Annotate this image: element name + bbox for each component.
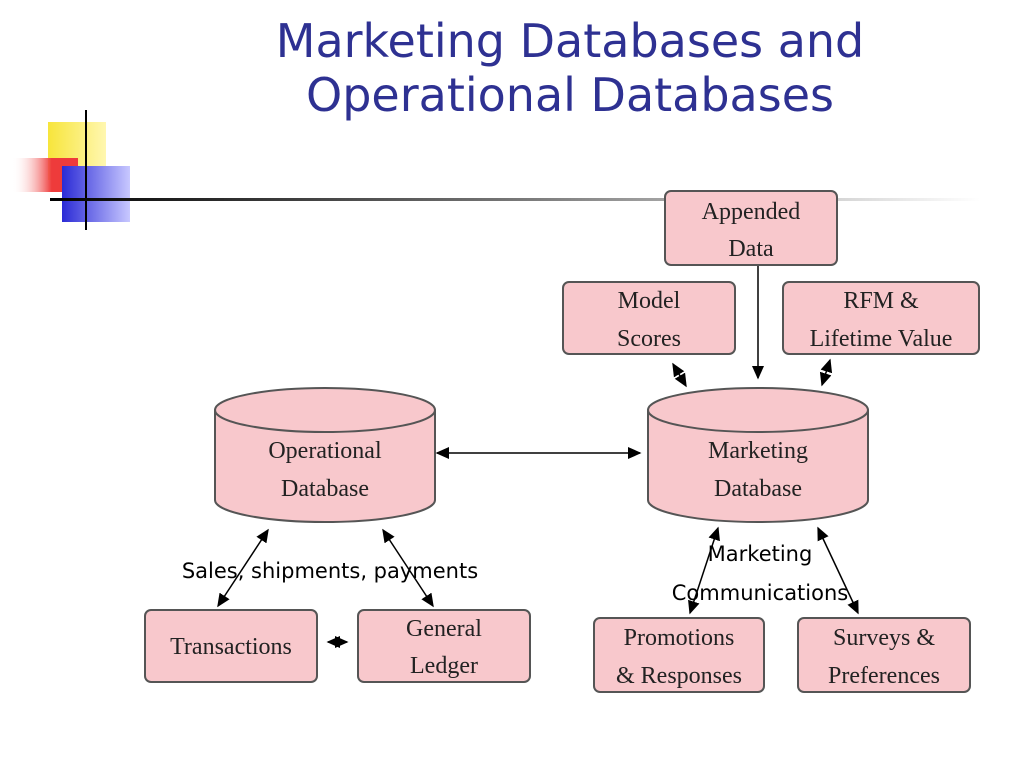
model-scores-arrow: [672, 362, 687, 388]
promotions-label-2: & Responses: [616, 663, 742, 689]
rfm-label-2: Lifetime Value: [810, 326, 953, 352]
marketing-communications-label-1: Marketing: [708, 542, 813, 566]
marketing-db-label-2: Database: [714, 476, 802, 502]
model-scores-label-2: Scores: [617, 326, 681, 352]
marketing-db-label-1: Marketing: [708, 438, 808, 464]
operational-db-label-1: Operational: [268, 438, 382, 464]
deco-blue-square: [62, 166, 130, 222]
deco-horizontal-rule: [50, 198, 980, 201]
rfm-arrow: [819, 358, 833, 387]
connectors: [217, 266, 859, 648]
title-line-2: Operational Databases: [306, 68, 834, 122]
title-line-1: Marketing Databases and: [275, 14, 865, 68]
promotions-label-1: Promotions: [624, 625, 735, 651]
marketing-promotions-arrow: [688, 526, 720, 615]
operational-database: Operational Database: [214, 387, 436, 523]
marketing-database: Marketing Database: [647, 387, 869, 523]
rfm-label-1: RFM &: [843, 288, 919, 314]
model-scores-box: Model Scores: [562, 281, 736, 355]
transactions-label: Transactions: [170, 634, 292, 660]
promotions-responses-box: Promotions & Responses: [593, 617, 765, 693]
appended-data-box: Appended Data: [664, 190, 838, 266]
rfm-lifetime-value-box: RFM & Lifetime Value: [782, 281, 980, 355]
model-scores-label-1: Model: [618, 288, 681, 314]
sales-shipments-payments-label: Sales, shipments, payments: [182, 559, 478, 583]
appended-data-label-1: Appended: [702, 199, 801, 225]
general-ledger-box: General Ledger: [357, 609, 531, 683]
transactions-box: Transactions: [144, 609, 318, 683]
operational-db-label-2: Database: [281, 476, 369, 502]
surveys-label-1: Surveys &: [833, 625, 935, 651]
operational-ledger-arrow: [382, 528, 434, 608]
surveys-preferences-box: Surveys & Preferences: [797, 617, 971, 693]
general-ledger-label-1: General: [406, 616, 482, 642]
operational-transactions-arrow: [217, 528, 269, 608]
appended-data-label-2: Data: [728, 236, 774, 262]
marketing-communications-label-2: Communications: [672, 581, 848, 605]
slide-title: Marketing Databases and Operational Data…: [160, 14, 980, 122]
general-ledger-label-2: Ledger: [410, 653, 478, 679]
marketing-surveys-arrow: [817, 526, 859, 615]
decorative-corner-graphic: [12, 110, 980, 230]
surveys-label-2: Preferences: [828, 663, 940, 689]
